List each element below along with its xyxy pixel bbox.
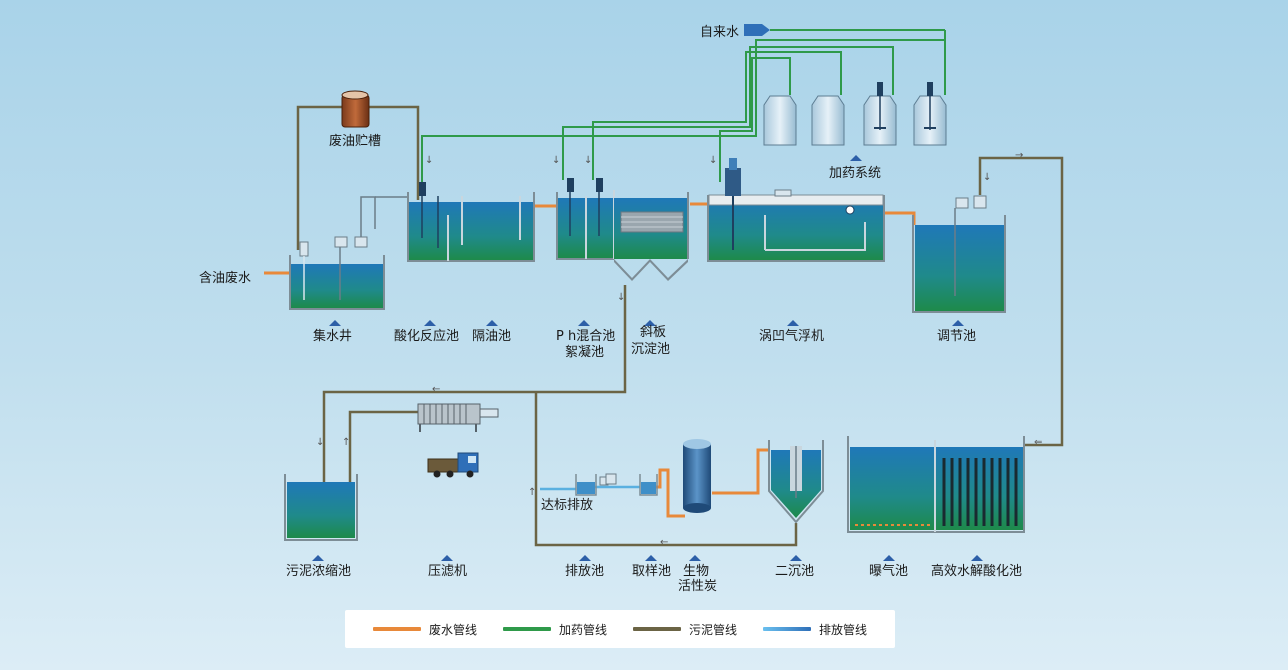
bio-carbon-label-line2: 活性炭 (678, 579, 717, 594)
legend-item-sludge: 污泥管线 (633, 621, 737, 638)
sampling-tank-label: 取样池 (632, 564, 671, 579)
legend-swatch (502, 627, 551, 631)
svg-text:→: → (1015, 150, 1023, 161)
discharge-standard-label: 达标排放 (541, 498, 593, 513)
discharge-tank-label: 排放池 (565, 564, 604, 579)
sludge-thickener: 污泥浓缩池 (284, 474, 358, 579)
tap-water-inlet: 自来水 (700, 24, 946, 40)
oil-separator-label: 隔油池 (472, 329, 511, 344)
dosing-pipelines (421, 39, 946, 185)
inclined-plate-label-line1: 斜板 (640, 325, 666, 340)
tap-water-valve-icon (744, 24, 770, 36)
filter-press: 压滤机 (417, 403, 499, 579)
tap-water-label: 自来水 (700, 25, 739, 40)
legend-label: 污泥管线 (689, 622, 738, 637)
ph-mix-label-line2: 絮凝池 (565, 344, 604, 360)
legend-label: 废水管线 (428, 622, 477, 637)
discharge-pipelines (540, 485, 640, 491)
bio-activated-carbon-column: 生物 活性炭 (678, 439, 717, 594)
legend-swatch (763, 627, 812, 631)
legend-item-wastewater: 废水管线 (372, 621, 477, 638)
dosing-system-label: 加药系统 (829, 166, 881, 181)
sludge-thickener-label: 污泥浓缩池 (286, 563, 351, 579)
svg-text:↑: ↑ (528, 487, 536, 498)
svg-text:↓: ↓ (584, 155, 592, 166)
collection-well: 集水井 (289, 196, 409, 344)
svg-text:↓: ↓ (316, 437, 324, 448)
inclined-plate-label-line2: 沉淀池 (631, 342, 670, 357)
svg-text:↑: ↑ (342, 437, 350, 448)
hydrolysis-tank-label: 高效水解酸化池 (931, 563, 1022, 579)
legend-label: 排放管线 (819, 622, 868, 637)
dosing-tank-4 (913, 82, 947, 146)
filter-press-label: 压滤机 (428, 564, 467, 579)
legend-label: 加药管线 (558, 622, 607, 637)
discharge-and-sampling-tanks: 达标排放 排放池 取样池 (541, 473, 671, 579)
flotation-label: 涡凹气浮机 (759, 328, 824, 344)
svg-text:↓: ↓ (983, 172, 991, 183)
dosing-tank-1 (763, 95, 797, 146)
secondary-clarifier-label: 二沉池 (775, 564, 814, 579)
dosing-tank-2 (811, 95, 845, 146)
aeration-tank-label: 曝气池 (869, 563, 908, 579)
svg-text:⇐: ⇐ (1034, 437, 1042, 448)
pipeline-legend: 废水管线 加药管线 污泥管线 排放管线 (345, 610, 895, 648)
acidification-tank-label: 酸化反应池 (394, 328, 459, 344)
ph-mixing-inclined-plate-unit: P h混合池 絮凝池 斜板 沉淀池 (556, 178, 689, 360)
svg-text:↓: ↓ (425, 155, 433, 166)
dosing-system-marker-icon (850, 155, 862, 161)
svg-text:←: ← (432, 384, 440, 395)
process-flow-diagram: ↓ ↓ ↓ ↓ ↓ ↓ ↑ ↑ ← ← ⇐ → ↓ 自来水 废油贮槽 (199, 24, 1064, 594)
legend-swatch (633, 627, 681, 631)
svg-text:↓: ↓ (709, 155, 717, 166)
svg-text:↓: ↓ (617, 292, 625, 303)
legend-item-dosing: 加药管线 (502, 621, 607, 638)
legend-item-discharge: 排放管线 (763, 621, 867, 638)
flow-arrows: ↓ ↓ ↓ ↓ ↓ ↓ ↑ ↑ ← ← ⇐ → ↓ (316, 150, 1042, 548)
acidification-oil-separator-tank: 酸化反应池 隔油池 (394, 182, 535, 344)
waste-oil-storage-tank: 废油贮槽 (329, 90, 381, 149)
ph-mix-label-line1: P h混合池 (556, 329, 615, 344)
regulating-tank-label: 调节池 (937, 329, 976, 344)
cavitation-air-flotation-unit: 涡凹气浮机 (707, 158, 885, 344)
svg-text:↓: ↓ (552, 155, 560, 166)
secondary-clarifier: 二沉池 (768, 440, 824, 579)
oily-wastewater-label: 含油废水 (199, 270, 251, 286)
dosing-system: 加药系统 (763, 82, 947, 181)
legend-swatch (372, 627, 421, 631)
oil-tank-label: 废油贮槽 (329, 133, 381, 149)
dosing-tank-3 (863, 82, 897, 146)
aeration-hydrolysis-tank: 曝气池 高效水解酸化池 (847, 436, 1025, 579)
regulating-tank: 调节池 (912, 195, 1006, 344)
bio-carbon-label-line1: 生物 (683, 564, 709, 579)
collection-well-label: 集水井 (313, 328, 352, 344)
sludge-truck-icon (427, 452, 479, 478)
svg-text:←: ← (660, 537, 668, 548)
